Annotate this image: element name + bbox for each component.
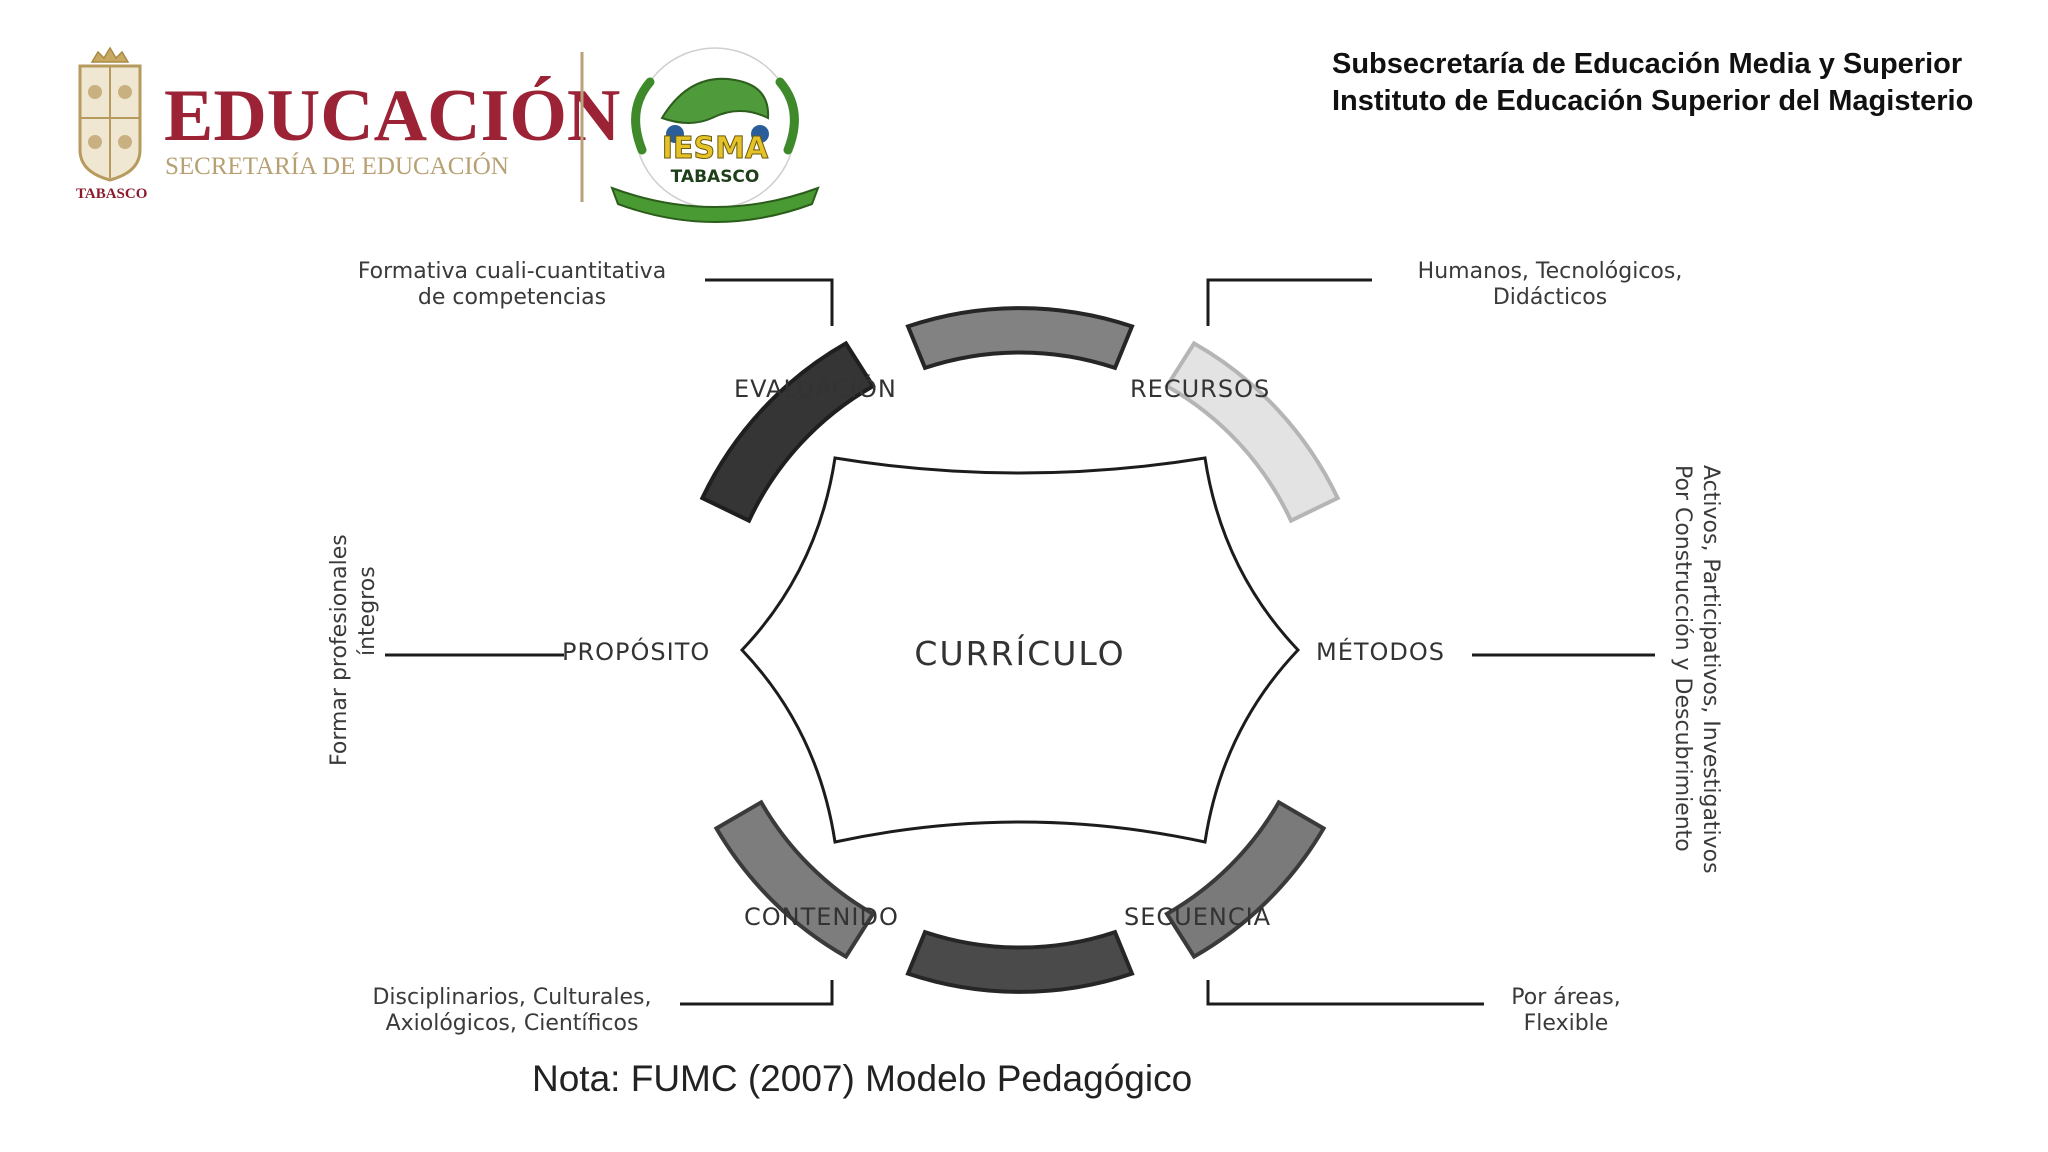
annotation-evaluacion-line2: de competencias bbox=[418, 285, 606, 310]
arc-lower-left bbox=[713, 799, 876, 960]
connector-evaluacion bbox=[705, 278, 834, 326]
annotation-metodos-line1: Activos, Participativos, Investigativos bbox=[1698, 465, 1723, 874]
state-name: TABASCO bbox=[76, 186, 147, 202]
globe-right-icon bbox=[751, 125, 769, 143]
annotation-recursos-line2: Didácticos bbox=[1493, 285, 1607, 310]
connector-contenido bbox=[680, 980, 834, 1006]
arc-upper-right bbox=[1164, 340, 1341, 524]
source-caption: Nota: FUMC (2007) Modelo Pedagógico bbox=[532, 1058, 1193, 1099]
annotation-proposito-line2: íntegros bbox=[355, 566, 380, 656]
arc-lower-right bbox=[1164, 799, 1327, 960]
iesma-ribbon bbox=[610, 186, 820, 223]
node-evaluacion: EVALUACIÓN bbox=[734, 373, 897, 403]
iesma-logo: IESMA TABASCO bbox=[610, 47, 820, 223]
annotation-proposito-line1: Formar profesionales bbox=[327, 534, 352, 766]
connector-secuencia bbox=[1206, 980, 1484, 1006]
connector-recursos bbox=[1206, 278, 1372, 326]
state-seal-icon bbox=[78, 46, 142, 182]
node-contenido: CONTENIDO bbox=[744, 903, 899, 931]
curriculum-hexagon bbox=[739, 456, 1301, 844]
annotation-evaluacion-line1: Formativa cuali-cuantitativa bbox=[358, 259, 666, 284]
educacion-subtitle: SECRETARÍA DE EDUCACIÓN bbox=[165, 152, 509, 180]
annotation-contenido-line2: Axiológicos, Científicos bbox=[386, 1011, 639, 1036]
jaguar-icon bbox=[660, 77, 770, 124]
node-recursos: RECURSOS bbox=[1130, 375, 1270, 403]
node-secuencia: SECUENCIA bbox=[1124, 903, 1271, 931]
arc-bottom bbox=[905, 929, 1135, 994]
arc-top bbox=[905, 306, 1135, 371]
educacion-title: EDUCACIÓN bbox=[164, 75, 620, 157]
annotation-metodos-line2: Por Construcción y Descubrimiento bbox=[1670, 465, 1695, 852]
left-laurel-icon bbox=[631, 77, 655, 155]
node-proposito: PROPÓSITO bbox=[562, 636, 710, 666]
annotation-recursos-line1: Humanos, Tecnológicos, bbox=[1418, 259, 1683, 284]
iesma-state: TABASCO bbox=[671, 167, 760, 187]
header-subsecretaria: Subsecretaría de Educación Media y Super… bbox=[1332, 48, 1963, 80]
educacion-logo: TABASCO EDUCACIÓN SECRETARÍA DE EDUCACIÓ… bbox=[76, 46, 620, 202]
arc-upper-left bbox=[699, 340, 876, 524]
annotation-contenido-line1: Disciplinarios, Culturales, bbox=[372, 985, 651, 1010]
center-label: CURRÍCULO bbox=[914, 633, 1125, 673]
header-instituto: Instituto de Educación Superior del Magi… bbox=[1332, 85, 1974, 117]
right-laurel-icon bbox=[775, 77, 799, 155]
annotation-secuencia-line1: Por áreas, bbox=[1511, 985, 1621, 1010]
annotation-secuencia-line2: Flexible bbox=[1524, 1011, 1609, 1036]
globe-left-icon bbox=[666, 125, 684, 143]
node-metodos: MÉTODOS bbox=[1316, 637, 1445, 666]
iesma-name: IESMA bbox=[662, 131, 769, 166]
